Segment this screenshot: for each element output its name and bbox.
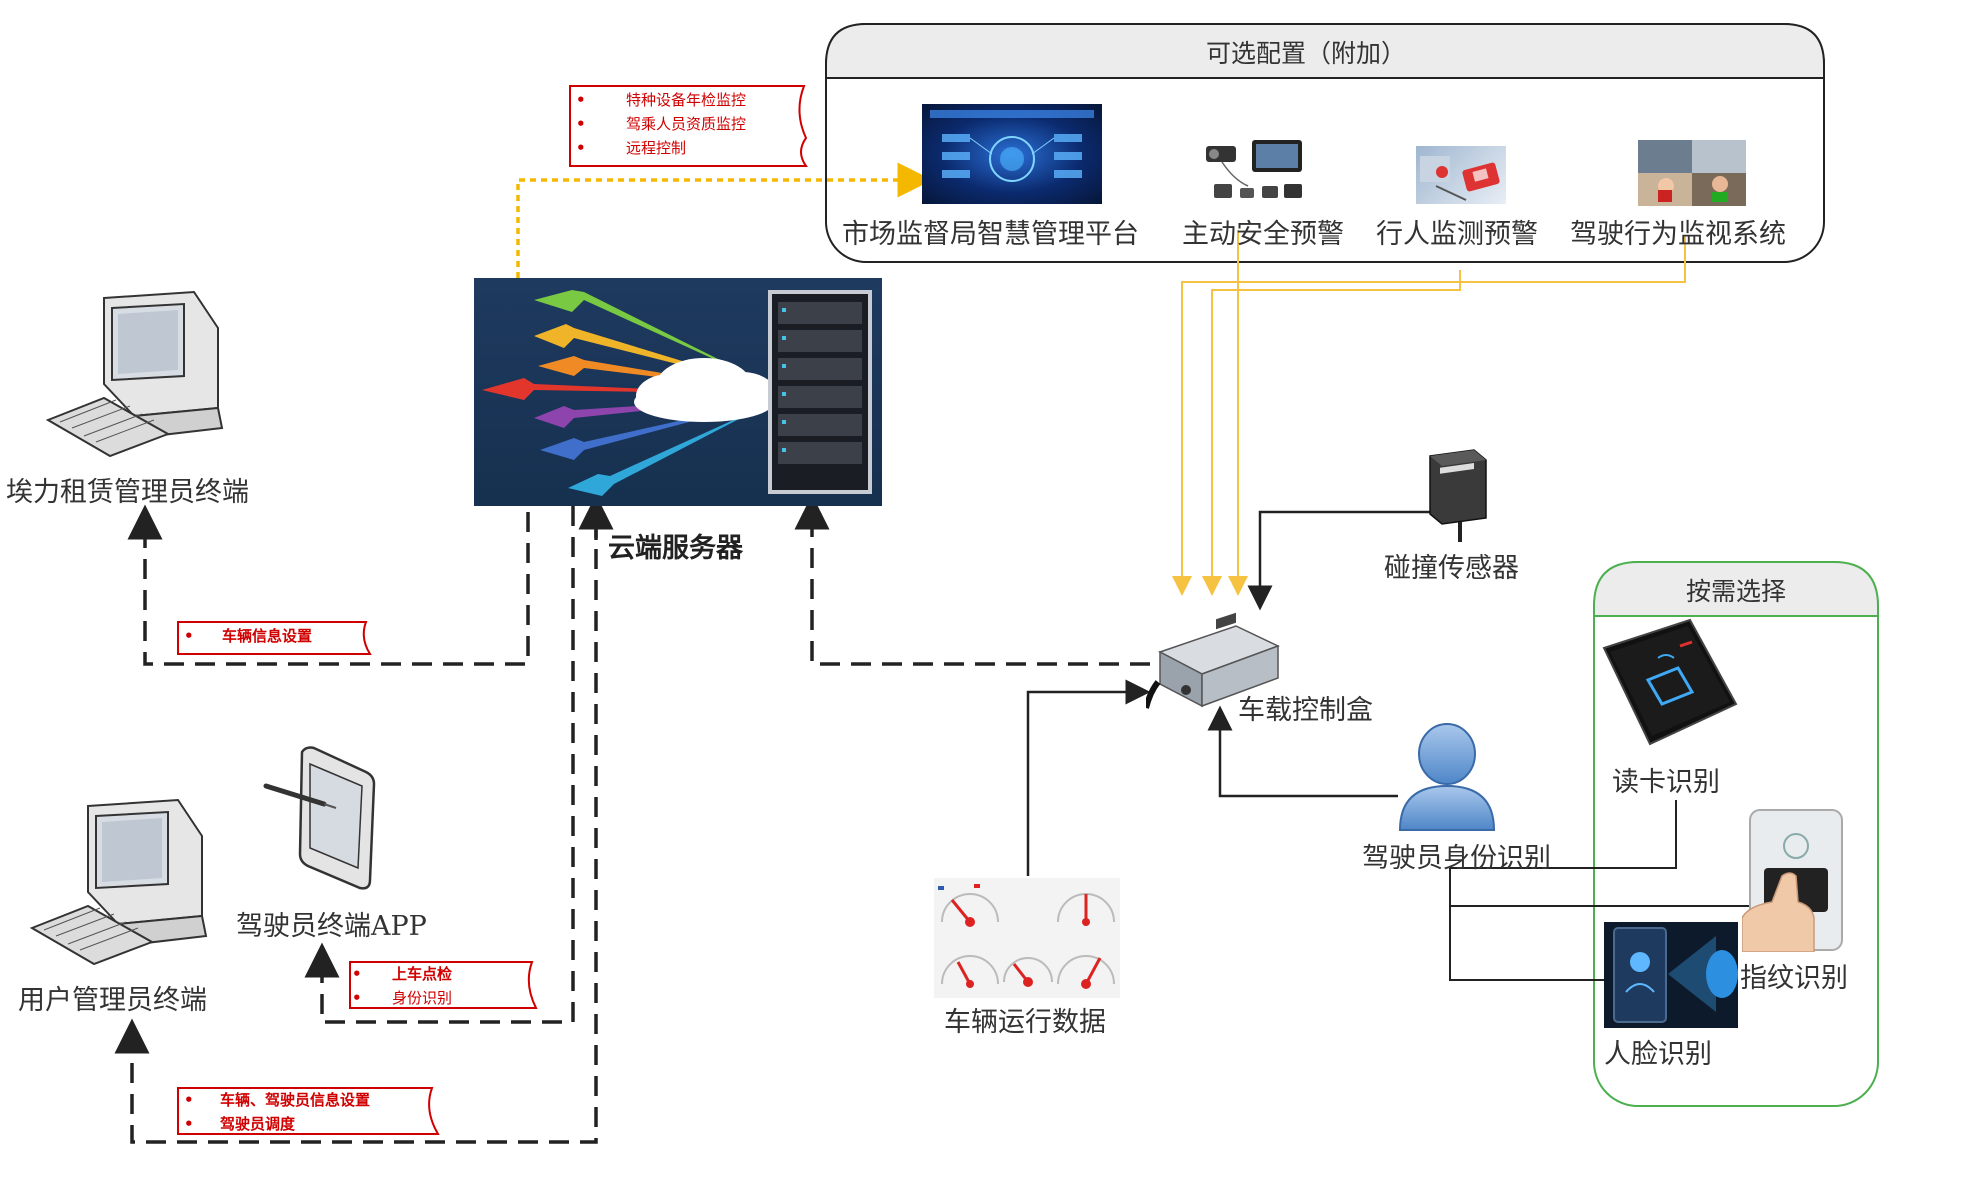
rental-callout: •车辆信息设置 [184,624,312,648]
user-callout-item: •驾驶员调度 [184,1115,296,1133]
driver-id-label: 驾驶员身份识别 [1362,843,1551,874]
adas-devices-icon [1204,136,1306,206]
card-reader-label: 读卡识别 [1612,767,1720,798]
driver-id-to-box-link [1207,705,1398,798]
vehicle-data-label: 车辆运行数据 [944,1007,1106,1038]
platform-callout-frame [569,85,808,167]
rental-admin-computer-icon [44,288,224,458]
driver-monitor-to-box-link [1172,236,1686,596]
platform-dashboard-icon [922,104,1102,204]
app-callout-frame [349,961,538,1009]
sensor-label: 碰撞传感器 [1384,553,1519,584]
face-to-driver-link [1449,868,1604,981]
select-panel-title: 按需选择 [1686,577,1787,606]
vehicle-data-to-box-link [1026,679,1151,876]
app-callout-item: •上车点检 [352,965,453,983]
control-box-icon [1143,612,1282,712]
card-reader-to-driver-link [1450,800,1677,869]
rental-admin-label: 埃力租赁管理员终端 [6,477,249,508]
pedestrian-camera-icon [1416,146,1506,204]
tablet-icon [262,742,380,894]
user-callout: •车辆、驾驶员信息设置 •驾驶员调度 [184,1088,370,1136]
control-box-label: 车载控制盒 [1238,695,1373,726]
gauge-icon [934,878,1120,998]
user-admin-computer-icon [28,796,208,966]
user-admin-label: 用户管理员终端 [18,985,207,1016]
app-callout: •上车点检 •身份识别 [352,962,452,1010]
fingerprint-icon [1741,806,1848,953]
user-to-cloud-link [114,518,598,1144]
fingerprint-label: 指纹识别 [1740,963,1848,994]
platform-callout-item: •特种设备年检监控 [576,91,747,109]
pedestrian-label: 行人监测预警 [1376,219,1538,250]
box-to-cloud-link [794,494,1150,666]
adas-label: 主动安全预警 [1182,219,1344,250]
driver-monitor-icon [1638,140,1746,206]
face-label: 人脸识别 [1604,1039,1712,1070]
app-callout-item: •身份识别 [352,989,453,1007]
rental-callout-frame [177,621,372,655]
card-reader-icon [1600,618,1740,746]
sensor-icon [1424,448,1490,542]
platform-callout-item: •远程控制 [576,139,687,157]
platform-label: 市场监督局智慧管理平台 [842,219,1139,250]
select-panel-header [1593,561,1879,617]
rental-callout-item: •车辆信息设置 [184,627,313,645]
platform-callout-item: •驾乘人员资质监控 [576,115,747,133]
app-to-cloud-link [304,506,575,1024]
driver-app-label: 驾驶员终端APP [236,911,427,942]
optional-panel-title: 可选配置（附加） [1206,39,1407,68]
platform-callout: •特种设备年检监控 •驾乘人员资质监控 •远程控制 [576,88,746,160]
cloud-label: 云端服务器 [608,533,743,564]
optional-panel-header [825,23,1825,79]
user-callout-item: •车辆、驾驶员信息设置 [184,1091,371,1109]
sensor-to-box-link [1247,510,1456,611]
user-callout-frame [177,1087,440,1135]
face-recognition-icon [1604,922,1738,1028]
user-icon [1396,720,1498,832]
cloud-to-rental-link [127,504,530,666]
driver-monitor-label: 驾驶行为监视系统 [1570,219,1786,250]
cloud-server-icon [474,278,882,506]
pedestrian-to-box-link [1202,270,1461,596]
